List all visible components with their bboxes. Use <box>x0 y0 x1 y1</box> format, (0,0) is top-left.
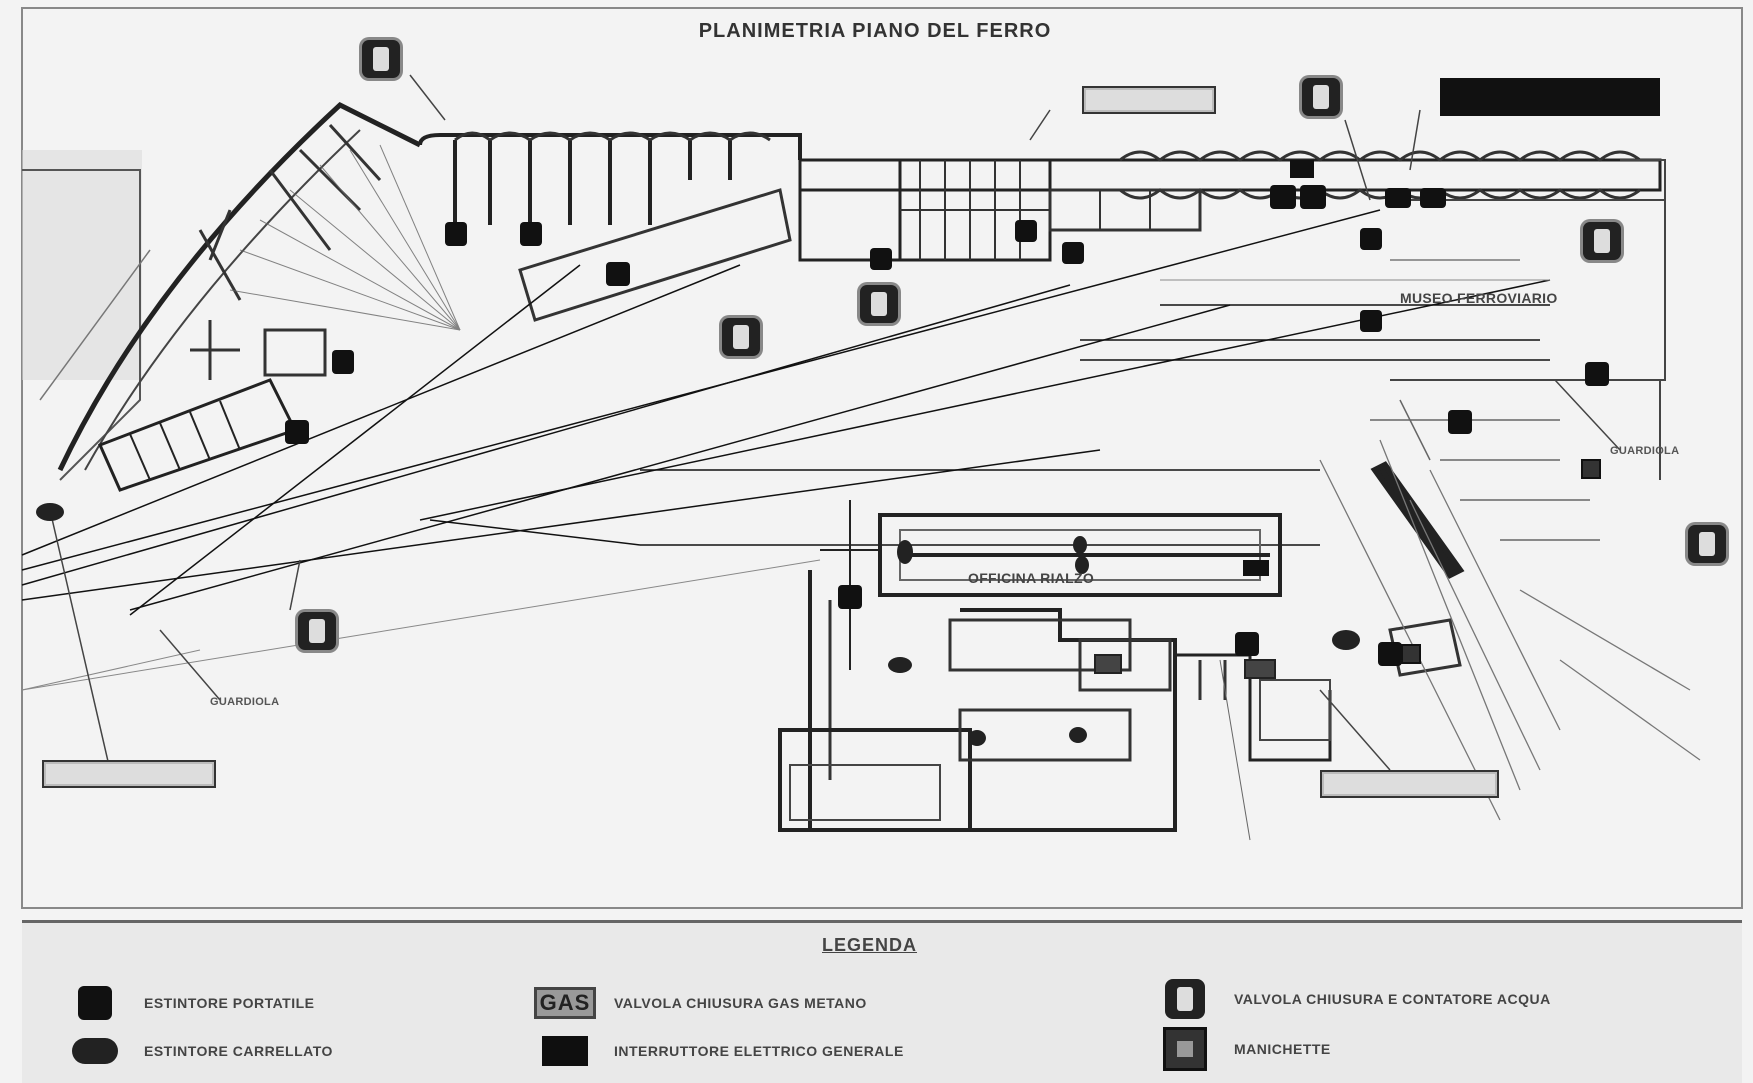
water-valve-icon <box>722 318 760 356</box>
legend: LEGENDA ESTINTORE PORTATILE ESTINTORE CA… <box>22 920 1742 1083</box>
water-valve-icon <box>860 285 898 323</box>
main-switch-icon <box>542 1036 588 1066</box>
meter-tag-top <box>1082 86 1216 114</box>
meter-tag-left <box>42 760 216 788</box>
legend-item-label: MANICHETTE <box>1234 1041 1331 1057</box>
legend-item-label: VALVOLA CHIUSURA GAS METANO <box>614 995 867 1011</box>
portable-extinguisher-icon <box>78 986 112 1020</box>
water-valve-icon <box>1583 222 1621 260</box>
water-valve-icon <box>1165 979 1205 1019</box>
legend-item-wheeled-extinguisher: ESTINTORE CARRELLATO <box>72 1033 333 1069</box>
legend-item-label: INTERRUTTORE ELETTRICO GENERALE <box>614 1043 904 1059</box>
water-valve-icon <box>1302 78 1340 116</box>
guardhouse-label-left: GUARDIOLA <box>210 696 280 708</box>
meter-tag-right <box>1320 770 1499 798</box>
legend-item-label: ESTINTORE PORTATILE <box>144 995 315 1011</box>
plan-title: PLANIMETRIA PIANO DEL FERRO <box>698 20 1052 42</box>
guardhouse-label-right: GUARDIOLA <box>1610 445 1680 457</box>
floor-plan-drawing <box>21 7 1743 909</box>
wheeled-extinguisher-icon <box>72 1038 118 1064</box>
legend-item-label: VALVOLA CHIUSURA E CONTATORE ACQUA <box>1234 991 1551 1007</box>
legend-item-gas-valve: GAS VALVOLA CHIUSURA GAS METANO <box>533 985 867 1021</box>
legend-item-hydrant: MANICHETTE <box>1162 1027 1331 1071</box>
legend-title: LEGENDA <box>822 935 918 955</box>
legend-item-label: ESTINTORE CARRELLATO <box>144 1043 333 1059</box>
water-valve-icon <box>298 612 336 650</box>
water-valve-icon <box>1688 525 1726 563</box>
redacted-bar <box>1440 78 1660 116</box>
legend-item-main-switch: INTERRUTTORE ELETTRICO GENERALE <box>542 1033 904 1069</box>
hydrant-icon <box>1163 1027 1207 1071</box>
museum-label: MUSEO FERROVIARIO <box>1400 290 1558 306</box>
water-valve-icon <box>362 40 400 78</box>
gas-valve-icon: GAS <box>533 987 597 1019</box>
workshop-label: OFFICINA RIALZO <box>968 570 1095 586</box>
legend-item-water-valve: VALVOLA CHIUSURA E CONTATORE ACQUA <box>1162 979 1551 1019</box>
legend-item-portable-extinguisher: ESTINTORE PORTATILE <box>72 985 315 1021</box>
